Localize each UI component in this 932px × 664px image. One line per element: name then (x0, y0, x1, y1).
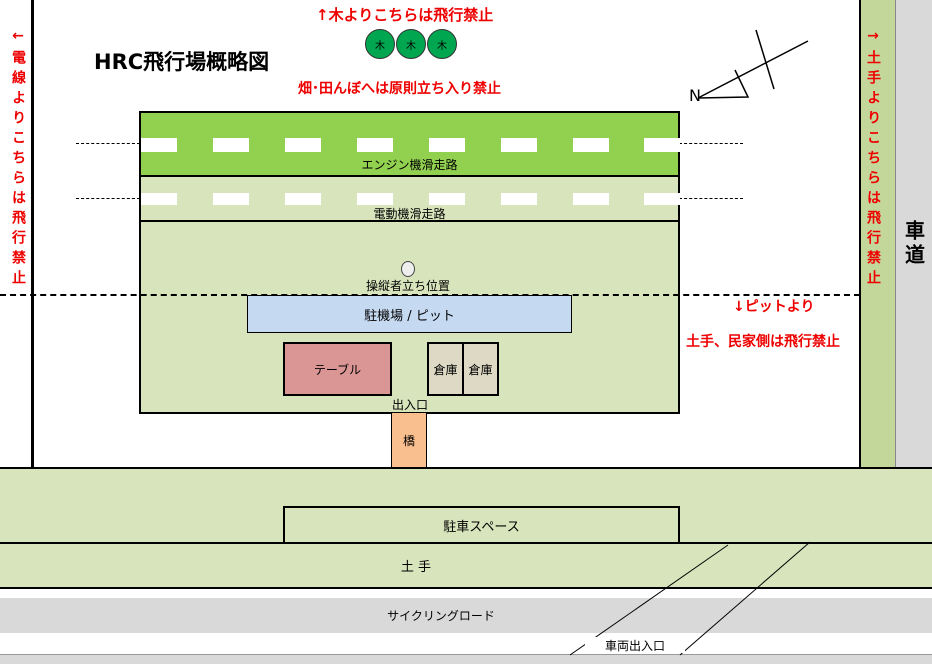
bottom-road-edge (0, 654, 932, 664)
trees-notice: ↑木よりこちらは飛行禁止 (316, 6, 494, 24)
left-boundary-line (31, 0, 34, 468)
storage-1: 倉庫 (427, 342, 464, 396)
road-strip: 車道 (896, 0, 932, 468)
compass-north-label: N (689, 86, 701, 105)
pit-line-notice: ↓ピットより (733, 299, 815, 315)
tree-icon: 木 (365, 29, 395, 59)
electric-runway-label: 電動機滑走路 (373, 206, 446, 221)
embankment-strip (859, 0, 896, 468)
page-title: HRC飛行場概略図 (94, 50, 270, 74)
trees: 木 木 木 (365, 29, 457, 59)
runway-extension-line (76, 198, 140, 199)
tree-icon: 木 (427, 29, 457, 59)
fields-notice: 畑･田んぼへは原則立ち入り禁止 (298, 81, 501, 97)
embankment-notice: 土手、民家側は飛行禁止 (686, 334, 840, 350)
pilot-position-marker (401, 261, 415, 277)
bridge: 橋 (391, 413, 427, 469)
lower-ground (0, 467, 932, 543)
storage-2: 倉庫 (462, 342, 499, 396)
runway-extension-line (679, 198, 743, 199)
pit-area: 駐機場 / ピット (247, 295, 572, 333)
runway-extension-line (76, 143, 140, 144)
vehicle-entrance-label: 車両出入口 (585, 637, 685, 653)
tree-icon: 木 (396, 29, 426, 59)
table: テーブル (283, 342, 392, 396)
right-notice: →土手よりこちらは飛行禁止 (865, 28, 881, 290)
pilot-position-label: 操縦者立ち位置 (365, 278, 450, 293)
compass-icon (697, 29, 809, 99)
entrance-label: 出入口 (391, 397, 428, 412)
engine-runway-label: エンジン機滑走路 (361, 157, 458, 172)
electric-runway: 電動機滑走路 (139, 175, 680, 222)
engine-runway: エンジン機滑走路 (139, 111, 680, 177)
cycling-road: サイクリングロード (0, 598, 932, 633)
parking-space: 駐車スペース (283, 506, 680, 543)
left-notice: ←電線よりこちらは飛行禁止 (10, 28, 26, 290)
road-label: 車道 (901, 220, 926, 268)
embankment-band: 土 手 (0, 542, 932, 589)
runway-extension-line (679, 143, 743, 144)
